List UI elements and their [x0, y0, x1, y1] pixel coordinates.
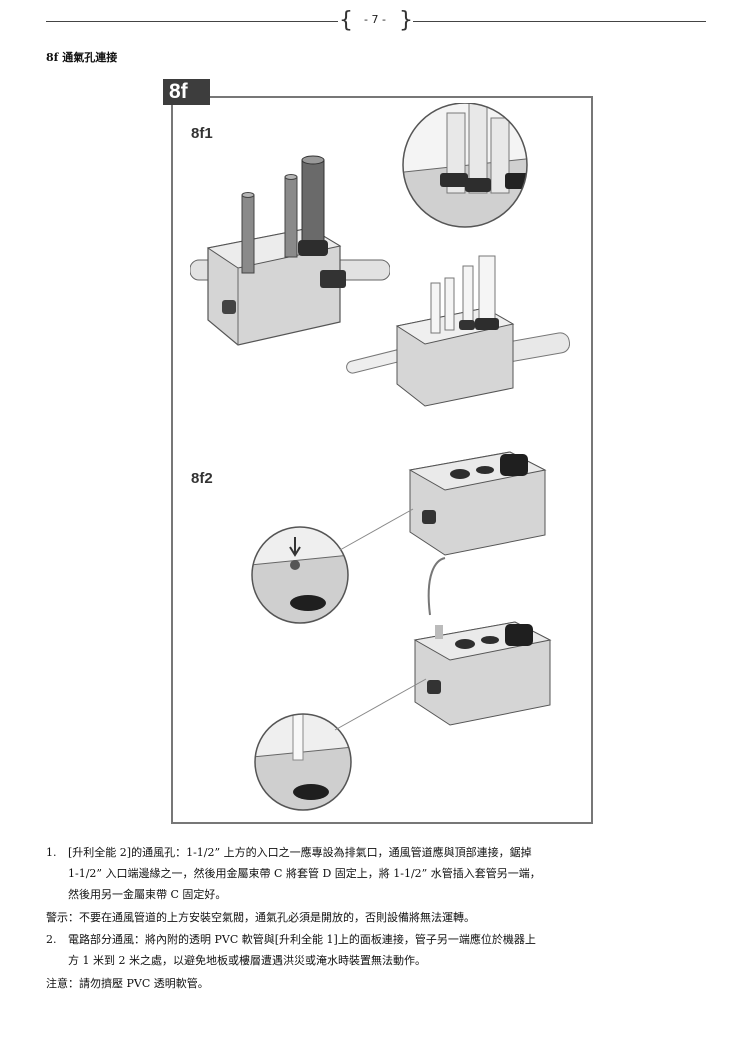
pump-unit-with-hose-illustration — [413, 557, 552, 726]
header-brace-right: } — [399, 8, 413, 33]
vent-pipes-closeup-illustration — [402, 103, 528, 228]
header-rule-right — [413, 21, 706, 22]
pump-unit-top-panel-illustration — [408, 451, 547, 556]
pump-unit-clear-pipes-illustration — [346, 255, 570, 407]
vent-cap-closeup-illustration — [251, 526, 349, 624]
instruction-item-2: 2. 電路部分通風：將內附的透明 PVC 軟管與[升利全能 1]上的面板連接，管子… — [46, 929, 536, 971]
item-2-line-1: 電路部分通風：將內附的透明 PVC 軟管與[升利全能 1]上的面板連接，管子另一… — [68, 933, 536, 946]
warning-text: 警示：不要在通風管道的上方安裝空氣閥，通氣孔必須是開放的，否則設備將無法運轉。 — [46, 911, 475, 924]
item-1-line-1: [升利全能 2]的通風孔：1-1/2” 上方的入口之一應專設為排氣口，通風管道應… — [68, 846, 532, 859]
callout-line-1 — [339, 508, 414, 551]
item-2-line-2: 方 1 米到 2 米之處，以避免地板或樓層遭遇洪災或淹水時裝置無法動作。 — [68, 954, 426, 967]
header-brace-left: { — [339, 8, 353, 33]
figure-label-8f1: 8f1 — [191, 125, 213, 142]
header-rule-left — [46, 21, 338, 22]
page-number: - 7 - — [364, 13, 386, 26]
pump-unit-vertical-pipes-illustration — [190, 155, 390, 346]
note-text: 注意：請勿擠壓 PVC 透明軟管。 — [46, 977, 209, 990]
item-2-number: 2. — [46, 933, 57, 946]
figure-tab-label: 8f — [163, 79, 210, 105]
callout-line-2 — [334, 678, 427, 731]
instruction-item-1: 1. [升利全能 2]的通風孔：1-1/2” 上方的入口之一應專設為排氣口，通風管… — [46, 842, 541, 905]
item-1-line-2: 1-1/2” 入口端邊緣之一，然後用金屬束帶 C 將套管 D 固定上，將 1-1… — [68, 867, 541, 880]
section-title: 8f 通氣孔連接 — [46, 51, 118, 64]
item-1-number: 1. — [46, 846, 57, 859]
item-1-line-3: 然後用另一金屬束帶 C 固定好。 — [68, 888, 227, 901]
figure-label-8f2: 8f2 — [191, 470, 213, 487]
